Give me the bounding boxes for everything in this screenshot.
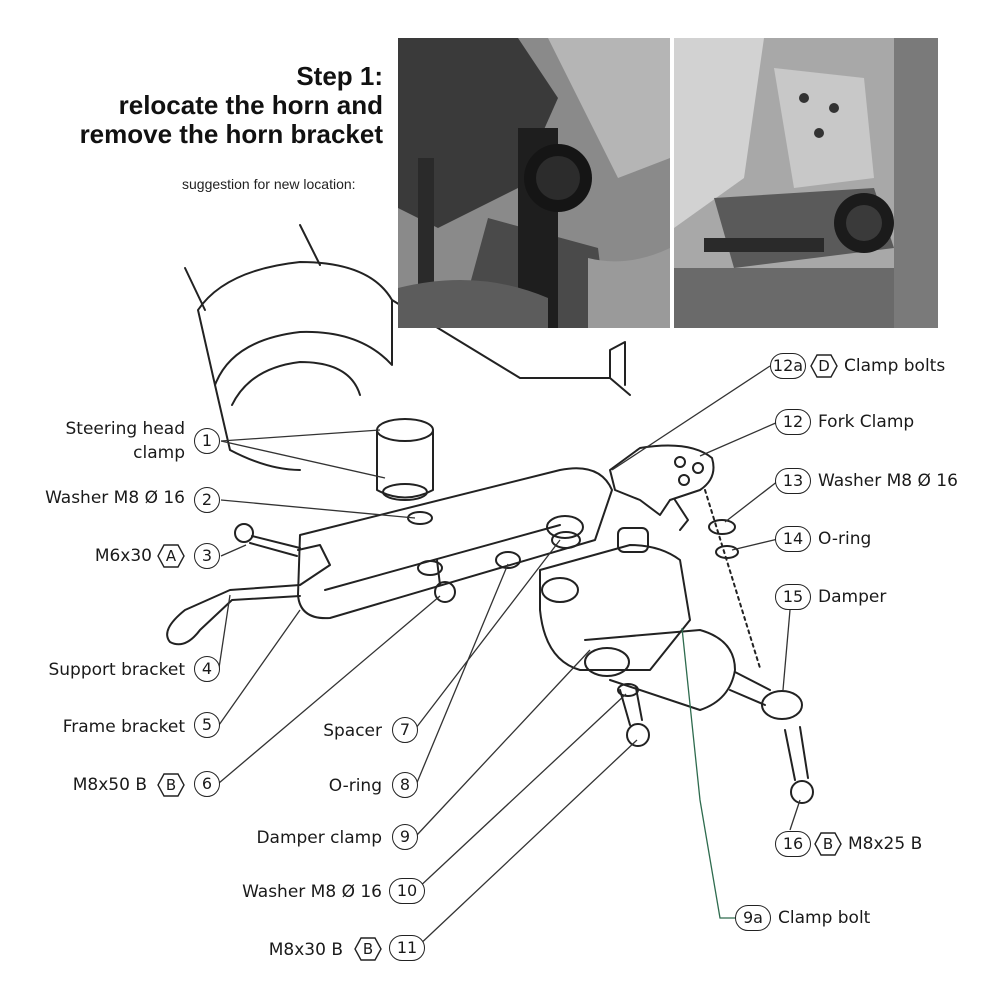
label-washer-2: Washer M8 Ø 16 <box>45 488 185 508</box>
label-support-bracket: Support bracket <box>48 660 185 680</box>
bolt-m8x30 <box>617 683 650 747</box>
support-bracket <box>166 544 331 646</box>
label-m8x50: M8x50 B <box>72 775 147 795</box>
bolt-m8x25 <box>784 726 814 804</box>
callout-2: 2 <box>194 487 220 513</box>
horn-photo-right <box>674 38 938 328</box>
callout-1: 1 <box>194 428 220 454</box>
step-title-line2: relocate the horn and <box>118 90 383 120</box>
label-damper: Damper <box>818 587 887 607</box>
label-o-ring-14: O-ring <box>818 529 872 549</box>
screw-m6x30 <box>234 523 301 557</box>
hex-badge-a: A <box>157 544 185 568</box>
callout-5: 5 <box>194 712 220 738</box>
callout-3: 3 <box>194 543 220 569</box>
label-m6x30: M6x30 <box>94 546 152 566</box>
label-steering-head-clamp: Steering head <box>65 419 186 439</box>
label-clamp-bolts: Clamp bolts <box>844 356 946 376</box>
label-washer-10: Washer M8 Ø 16 <box>242 882 382 902</box>
steering-head-clamp <box>376 418 434 501</box>
callout-15: 15 <box>775 584 811 610</box>
callout-8: 8 <box>392 772 418 798</box>
steering-head-column <box>184 224 631 471</box>
bolt-m8x50 <box>434 559 456 603</box>
callout-9a: 9a <box>735 905 771 931</box>
fork-clamp <box>609 444 715 531</box>
o-ring-14 <box>715 545 739 559</box>
label-frame-bracket: Frame bracket <box>62 717 185 737</box>
label-o-ring-8: O-ring <box>328 776 382 796</box>
hex-badge-b-11: B <box>354 937 382 961</box>
frame-bracket <box>297 467 613 620</box>
label-damper-clamp: Damper clamp <box>256 828 382 848</box>
step-title: Step 1: <box>296 61 383 91</box>
label-m8x30: M8x30 B <box>268 940 343 960</box>
label-m8x25: M8x25 B <box>848 834 923 854</box>
callout-14: 14 <box>775 526 811 552</box>
damper-body <box>584 629 803 720</box>
callout-9: 9 <box>392 824 418 850</box>
callout-10: 10 <box>389 878 425 904</box>
callout-7: 7 <box>392 717 418 743</box>
washer-13 <box>708 519 736 535</box>
label-clamp-bolt: Clamp bolt <box>778 908 871 928</box>
step-title-line3: remove the horn bracket <box>79 119 383 149</box>
horn-photo-left <box>398 38 670 328</box>
hex-badge-b-16: B <box>814 832 842 856</box>
label-washer-13: Washer M8 Ø 16 <box>818 471 958 491</box>
callout-12: 12 <box>775 409 811 435</box>
label-steering-head-clamp-line2: clamp <box>133 443 185 463</box>
o-ring-8 <box>495 551 521 569</box>
callout-13: 13 <box>775 468 811 494</box>
hex-badge-d: D <box>810 354 838 378</box>
callout-6: 6 <box>194 771 220 797</box>
callout-12a: 12a <box>770 353 806 379</box>
callout-4: 4 <box>194 656 220 682</box>
label-fork-clamp: Fork Clamp <box>818 412 915 432</box>
new-location-caption: suggestion for new location: <box>182 176 356 192</box>
spacer <box>551 531 581 549</box>
callout-16: 16 <box>775 831 811 857</box>
label-spacer: Spacer <box>323 721 382 741</box>
hex-badge-b: B <box>157 773 185 797</box>
damper-clamp <box>539 527 691 671</box>
callout-11: 11 <box>389 935 425 961</box>
